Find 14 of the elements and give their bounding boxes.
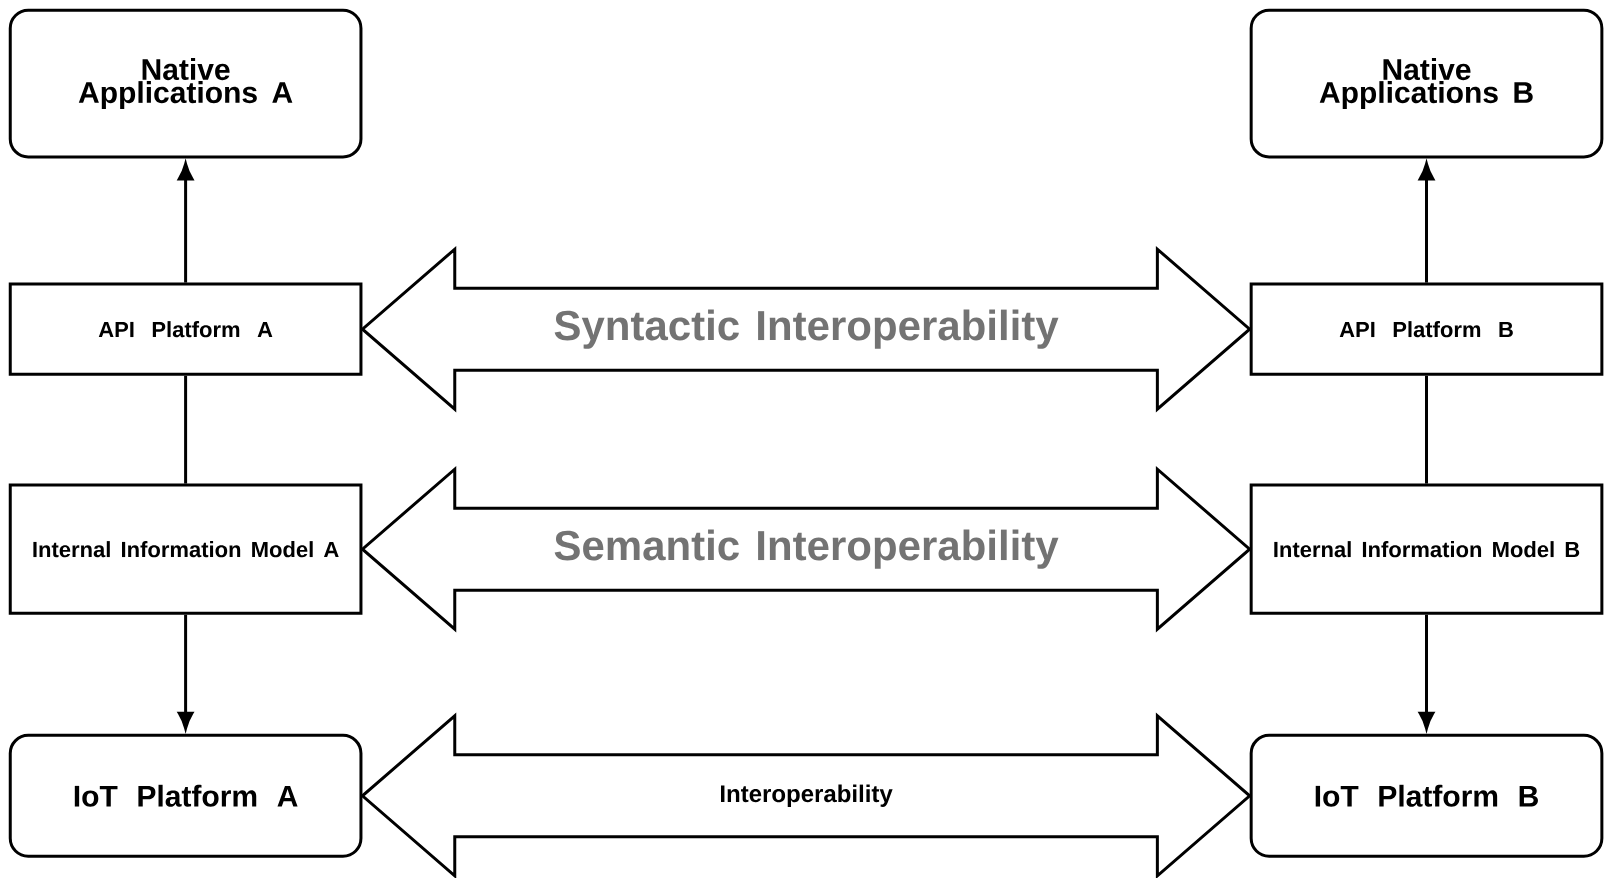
process-box: API Platform A [8, 282, 363, 376]
block-arrow [360, 712, 1252, 878]
rounded-box: IoT Platform B [1249, 733, 1604, 858]
rounded-box: Native Applications B [1249, 8, 1604, 159]
edge-label: Interoperability [717, 782, 895, 809]
block-arrow [360, 465, 1252, 633]
process-box: Internal Information Model B [1249, 483, 1604, 615]
edge-label: Semantic Interoperability [554, 529, 1059, 569]
rounded-box: Native Applications A [8, 8, 363, 159]
process-box: Internal Information Model A [8, 483, 363, 615]
edge-label: Syntactic Interoperability [554, 309, 1059, 349]
block-arrow [360, 245, 1252, 413]
rounded-box: IoT Platform A [8, 733, 363, 858]
process-box: API Platform B [1249, 282, 1604, 376]
